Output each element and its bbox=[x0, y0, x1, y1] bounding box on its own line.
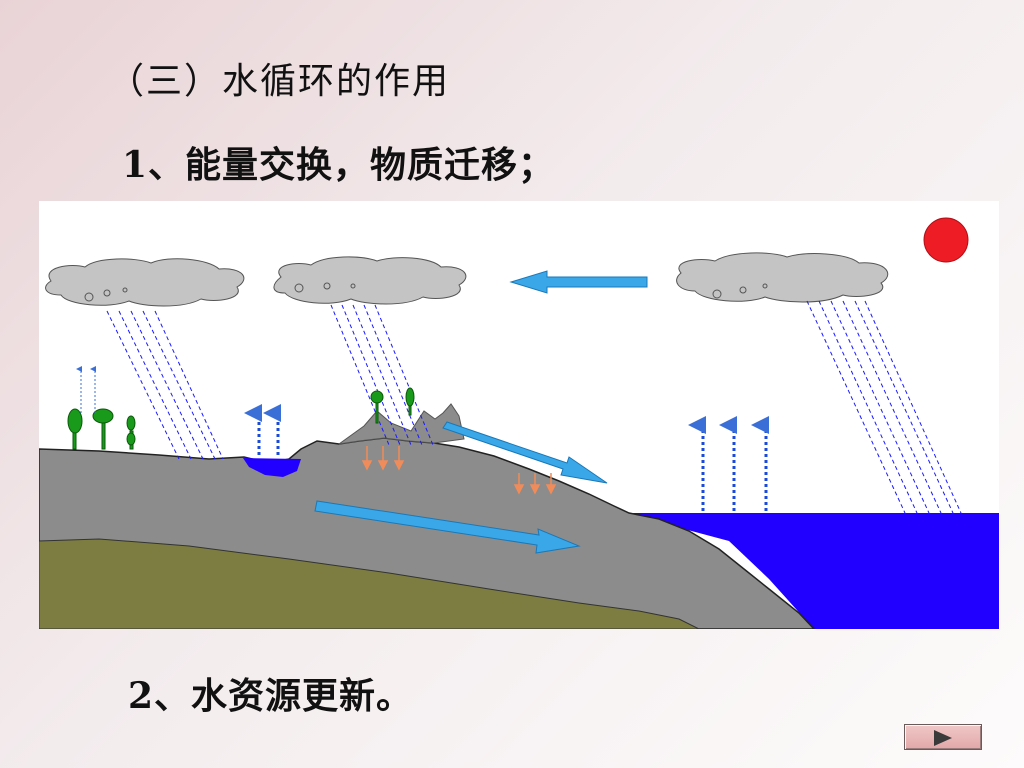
rain-icon bbox=[806, 300, 962, 514]
water-cycle-diagram bbox=[39, 201, 999, 629]
rain-icon bbox=[106, 310, 224, 460]
wind-arrow-icon bbox=[509, 270, 648, 294]
next-slide-button[interactable] bbox=[904, 724, 982, 750]
play-icon bbox=[934, 730, 952, 746]
flow-arrow-icon bbox=[314, 270, 648, 554]
evaporation-arrow-icon bbox=[76, 366, 96, 413]
point-energy-exchange: 1、能量交换，物质迁移； bbox=[122, 144, 556, 186]
rain-icon bbox=[330, 304, 434, 446]
mountain bbox=[338, 403, 465, 445]
groundwater-flow-arrow-icon bbox=[314, 500, 581, 554]
evaporation-arrow-icon bbox=[244, 404, 769, 511]
tree-icon bbox=[67, 387, 415, 450]
cloud-icon bbox=[45, 258, 245, 307]
slide-title: （三）水循环的作用 bbox=[108, 61, 451, 102]
sun-icon bbox=[923, 217, 969, 263]
ocean bbox=[624, 513, 999, 629]
seepage-arrow-icon bbox=[361, 446, 557, 495]
point-water-renewal: 2、水资源更新。 bbox=[128, 675, 414, 717]
soil-layer bbox=[39, 538, 700, 629]
cloud-icon bbox=[676, 252, 889, 303]
lake bbox=[243, 458, 301, 477]
surface-runoff-arrow-icon bbox=[442, 421, 608, 484]
cloud-icon bbox=[273, 256, 467, 305]
